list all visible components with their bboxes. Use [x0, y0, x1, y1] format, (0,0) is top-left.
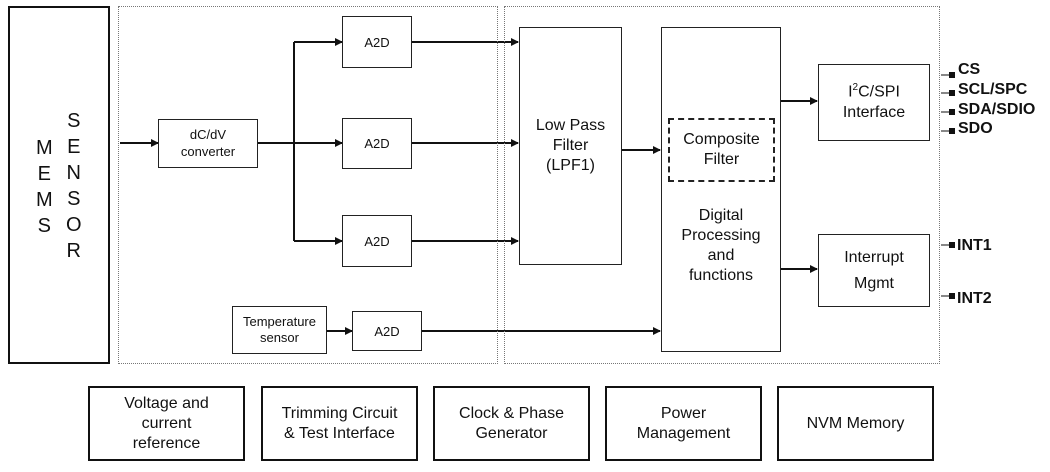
scl-pin-pad: [949, 90, 955, 96]
int1-pin-label: INT1: [957, 237, 992, 254]
trimming-circuit-block: Trimming Circuit & Test Interface: [261, 386, 418, 461]
interrupt-mgmt-block: Interrupt Mgmt: [818, 234, 930, 307]
i2c-spi-interface-label: I2C/SPI Interface: [842, 82, 906, 121]
clock-phase-generator-block: Clock & Phase Generator: [433, 386, 590, 461]
cs-pin-label: CS: [958, 61, 981, 78]
composite-filter-label: Composite Filter: [683, 131, 760, 168]
trimming-circuit-label: Trimming Circuit & Test Interface: [281, 404, 398, 442]
a2d-top-label: A2D: [364, 34, 390, 50]
sdo-pin-pad: [949, 128, 955, 134]
int1-pin-pad: [949, 242, 955, 248]
int2-pin-pad: [949, 293, 955, 299]
temperature-sensor-label: Temperature sensor: [243, 313, 316, 345]
low-pass-filter-block: Low Pass Filter (LPF1): [519, 27, 622, 265]
a2d-bottom-label: A2D: [364, 233, 390, 249]
power-management-block: Power Management: [605, 386, 762, 461]
sensor-label: S E N S O R: [66, 110, 82, 262]
dcdv-converter-block: dC/dV converter: [158, 119, 258, 168]
a2d-temp-label: A2D: [374, 323, 400, 339]
mems-sensor-block: [8, 6, 110, 364]
interrupt-mgmt-label: Interrupt Mgmt: [844, 248, 904, 292]
voltage-reference-label: Voltage and current reference: [124, 394, 209, 452]
low-pass-filter-label: Low Pass Filter (LPF1): [535, 117, 606, 174]
mems-label: M E M S: [36, 137, 53, 237]
a2d-temp-block: A2D: [352, 311, 422, 351]
scl-spc-pin-label: SCL/SPC: [958, 81, 1028, 98]
a2d-bottom-block: A2D: [342, 215, 412, 267]
a2d-top-block: A2D: [342, 16, 412, 68]
a2d-mid-label: A2D: [364, 136, 390, 151]
clock-phase-generator-label: Clock & Phase Generator: [459, 404, 564, 442]
nvm-memory-block: NVM Memory: [777, 386, 934, 461]
dcdv-converter-label: dC/dV converter: [180, 127, 236, 159]
cs-pin-pad: [949, 72, 955, 78]
digital-region: [504, 6, 940, 364]
analog-frontend-region: [118, 6, 498, 364]
digital-processing-block: Digital Processing and functions: [661, 27, 781, 352]
a2d-mid-block: A2D: [342, 118, 412, 169]
temperature-sensor-block: Temperature sensor: [232, 306, 327, 354]
digital-processing-label: Digital Processing and functions: [681, 207, 761, 284]
voltage-reference-block: Voltage and current reference: [88, 386, 245, 461]
sdo-pin-label: SDO: [958, 120, 993, 137]
i2c-spi-interface-block: I2C/SPI Interface: [818, 64, 930, 141]
sda-pin-pad: [949, 109, 955, 115]
power-management-label: Power Management: [636, 404, 731, 442]
composite-filter-block: Composite Filter: [668, 118, 775, 182]
int2-pin-label: INT2: [957, 290, 992, 307]
nvm-memory-label: NVM Memory: [806, 414, 905, 432]
sda-sdio-pin-label: SDA/SDIO: [958, 101, 1036, 118]
